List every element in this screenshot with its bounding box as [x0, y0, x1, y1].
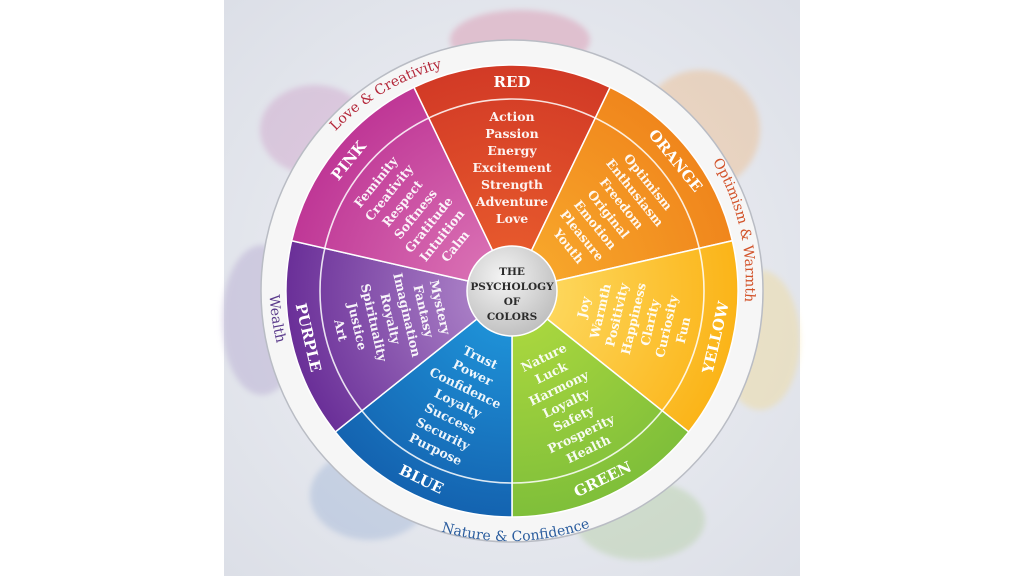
sector-red-words: ActionPassionEnergyExcitementStrengthAdv…: [472, 109, 551, 226]
sector-purple: [285, 239, 514, 433]
sector-green: [511, 289, 690, 518]
sector-red: [412, 64, 612, 293]
sector-word: Joy: [574, 294, 594, 320]
sector-word: Fun: [673, 315, 694, 345]
center-badge: THE PSYCHOLOGY OF COLORS: [466, 245, 558, 337]
inner-label-ring: [319, 98, 705, 484]
sector-label-red: RED: [494, 73, 531, 91]
sector-orange: [510, 86, 734, 293]
sector-pink: [290, 86, 514, 293]
sector-word: Adventure: [475, 194, 548, 209]
sector-word: Action: [488, 109, 534, 124]
sector-word: Energy: [487, 143, 537, 158]
sector-blue: [334, 289, 513, 518]
sector-word: Strength: [481, 177, 543, 192]
center-circle: [466, 245, 558, 337]
sector-blue-words: TrustPowerConfidenceLoyaltySuccessSecuri…: [407, 343, 504, 469]
center-title-line: PSYCHOLOGY: [470, 281, 554, 293]
sectors: [285, 64, 739, 518]
sector-word: Excitement: [472, 160, 551, 175]
sector-word: Art: [331, 317, 351, 343]
center-title-line: THE: [499, 266, 525, 278]
center-title-line: OF: [504, 296, 521, 308]
sector-word: Passion: [485, 126, 538, 141]
sector-yellow: [510, 239, 739, 433]
sector-word: Love: [496, 211, 528, 226]
center-title-line: COLORS: [487, 311, 537, 323]
